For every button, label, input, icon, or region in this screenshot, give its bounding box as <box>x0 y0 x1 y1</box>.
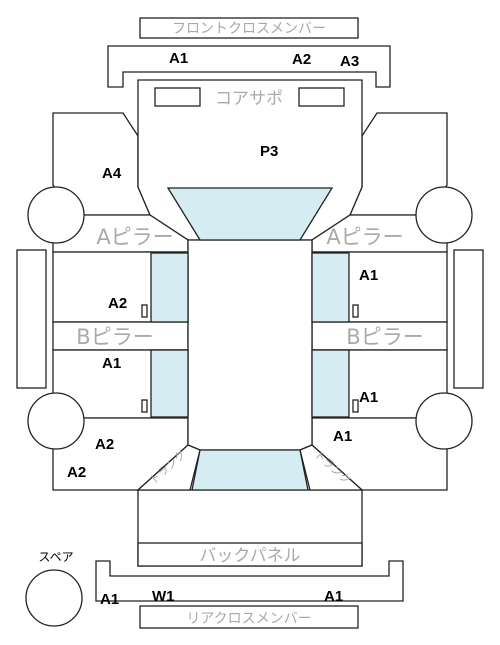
damage-code-left-front-door-a2: A2 <box>108 295 127 312</box>
front-cross-member-label: フロントクロスメンバー <box>172 21 326 37</box>
back-panel-box <box>137 542 363 567</box>
front-cross-member-box <box>139 17 359 39</box>
rear-cross-member-label: リアクロスメンバー <box>186 611 311 627</box>
right-rear-window <box>311 349 350 418</box>
spare-tire <box>25 569 83 627</box>
damage-code-front-a2: A2 <box>292 51 311 68</box>
right-rear-door-handle <box>352 399 359 413</box>
damage-code-right-front-door-a1: A1 <box>359 267 378 284</box>
rear-bumper <box>95 560 404 602</box>
a-pillar-left-label: Aピラー <box>96 225 173 249</box>
left-front-door-handle <box>141 304 148 318</box>
damage-code-right-rear-quarter-a1: A1 <box>333 428 352 445</box>
right-side-skirt <box>453 249 484 389</box>
spare-label: スペア <box>38 550 73 564</box>
a-pillar-right-label: Aピラー <box>326 225 403 249</box>
b-pillar-right-band <box>311 321 448 351</box>
right-rear-tire <box>415 392 473 450</box>
damage-code-hood-p3: P3 <box>260 143 278 160</box>
left-rear-door-handle <box>141 399 148 413</box>
damage-code-right-rear-door-a1: A1 <box>359 389 378 406</box>
b-pillar-right-label: Bピラー <box>346 325 423 349</box>
damage-code-left-rear-bottom-a2: A2 <box>67 464 86 481</box>
left-side-skirt <box>16 249 47 389</box>
front-bumper <box>107 45 391 88</box>
right-front-window <box>311 252 350 323</box>
damage-code-left-rear-door-a1: A1 <box>102 355 121 372</box>
right-front-tire <box>415 186 473 244</box>
damage-code-front-a1: A1 <box>169 50 188 67</box>
damage-code-rear-right-a1: A1 <box>324 588 343 605</box>
core-support-label: コアサポ <box>215 89 283 109</box>
left-rear-window <box>150 349 189 418</box>
damage-code-rear-left-a1: A1 <box>100 591 119 608</box>
left-front-tire <box>27 186 85 244</box>
right-headlight <box>298 87 345 107</box>
left-rear-tire <box>27 392 85 450</box>
b-pillar-left-label: Bピラー <box>76 325 153 349</box>
rear-window <box>191 449 309 491</box>
damage-code-rear-w1: W1 <box>152 588 175 605</box>
damage-code-front-a3: A3 <box>340 53 359 70</box>
windshield <box>166 187 334 241</box>
rear-cross-member-box <box>139 605 359 629</box>
back-panel-label: バックパネル <box>199 546 300 566</box>
damage-code-left-rear-quarter-a2: A2 <box>95 436 114 453</box>
damage-code-left-fender-a4: A4 <box>102 165 122 182</box>
roof <box>187 239 313 451</box>
left-headlight <box>154 87 201 107</box>
right-front-door-handle <box>352 304 359 318</box>
left-front-window <box>150 252 189 323</box>
